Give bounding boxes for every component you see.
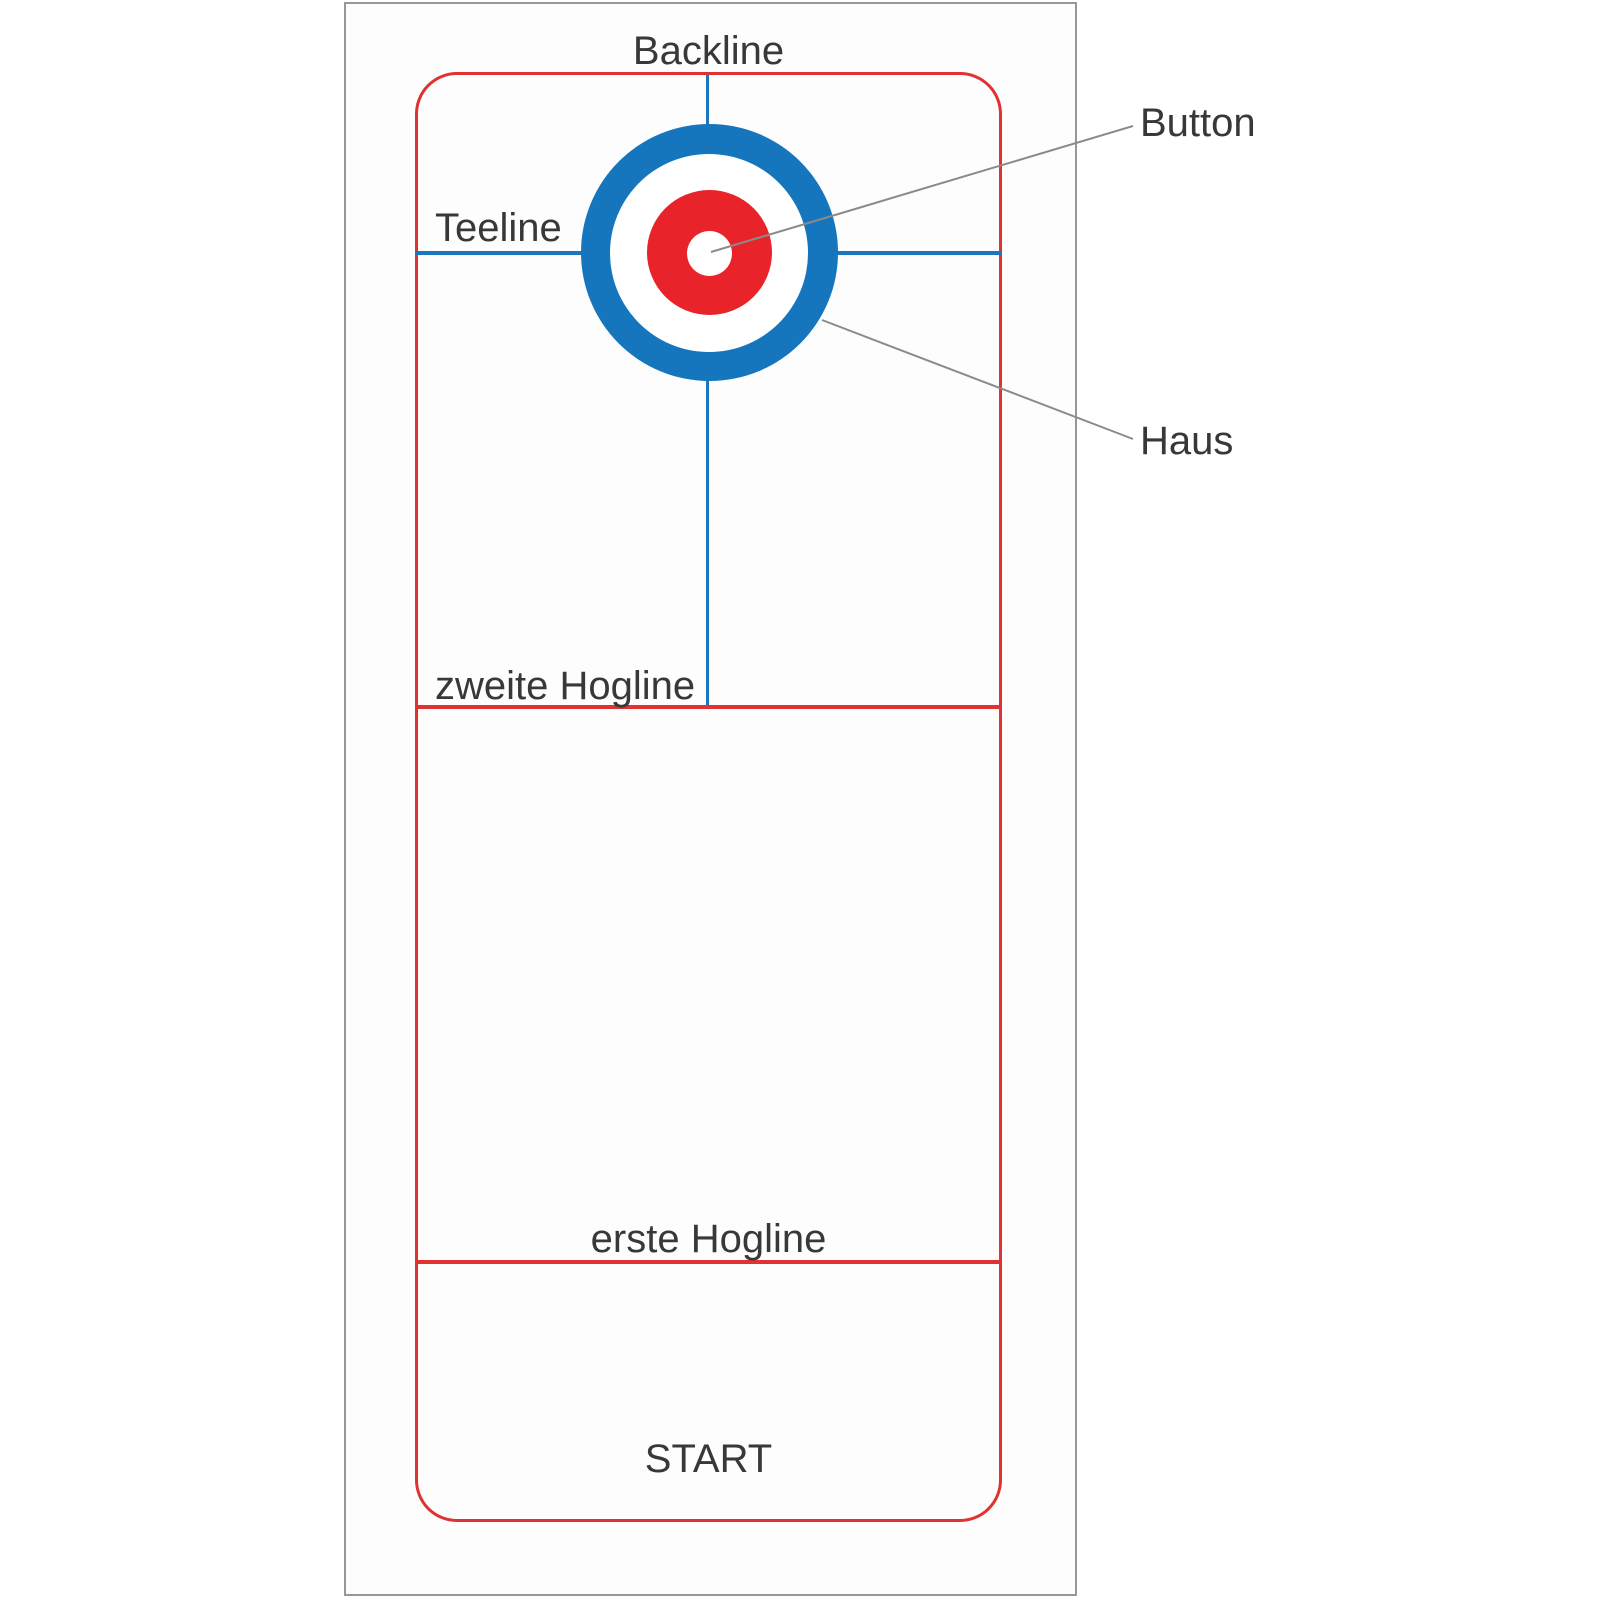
button-center-circle: [687, 231, 732, 276]
zweite-hogline-label: zweite Hogline: [435, 664, 696, 708]
start-label: START: [644, 1437, 773, 1481]
haus-label: Haus: [1140, 419, 1234, 463]
rink-outline: [415, 72, 1002, 1522]
center-line: [706, 75, 709, 707]
teeline-label: Teeline: [435, 206, 562, 250]
erste-hogline-line: [415, 1260, 1002, 1264]
zweite-hogline-line: [415, 705, 1002, 709]
backline-label: Backline: [632, 29, 785, 73]
erste-hogline-label: erste Hogline: [590, 1217, 827, 1261]
button-label: Button: [1140, 101, 1256, 145]
